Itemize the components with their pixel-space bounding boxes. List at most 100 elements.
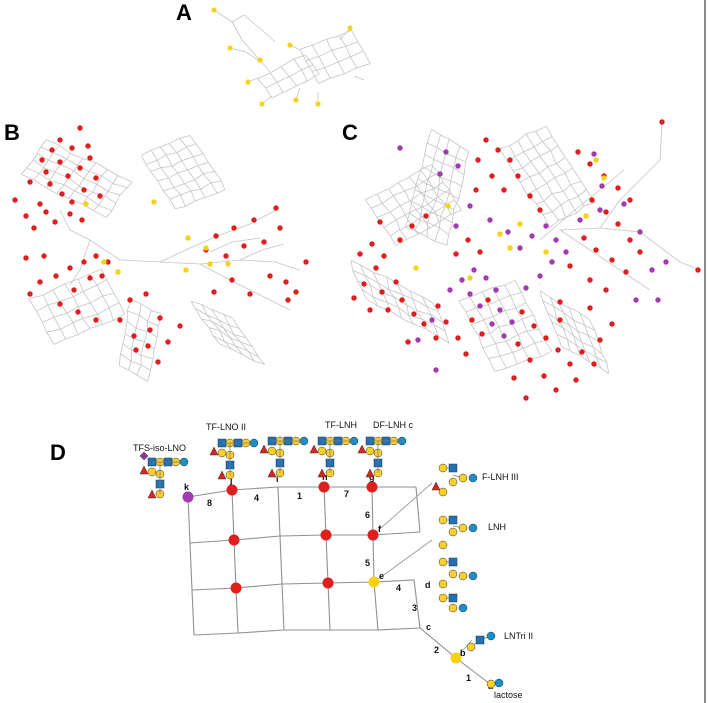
network-edge <box>231 237 261 243</box>
yellow-node <box>543 249 549 255</box>
red-node <box>105 259 111 265</box>
network-edge <box>135 328 148 332</box>
grid-col-6 <box>415 486 421 533</box>
network-edge <box>533 314 540 330</box>
network-edge <box>331 45 346 51</box>
network-edge <box>107 169 119 177</box>
network-edge <box>118 353 121 366</box>
network-edge <box>357 280 363 290</box>
network-edge <box>514 280 522 293</box>
red-node <box>373 265 379 271</box>
network-edge <box>573 319 585 326</box>
network-edge <box>168 137 180 144</box>
red-node <box>443 319 449 325</box>
network-edge <box>104 195 117 204</box>
network-edge <box>584 350 597 358</box>
glcnac-symbol <box>448 463 458 473</box>
edge-number-4-ji: 4 <box>254 493 259 503</box>
network-edge <box>162 190 171 200</box>
yellow-node <box>517 221 523 227</box>
network-edge <box>562 312 570 325</box>
network-edge <box>153 337 158 350</box>
purple-node <box>523 285 529 291</box>
network-edge <box>517 334 524 349</box>
red-node <box>57 159 63 165</box>
network-edge <box>534 340 545 344</box>
network-edge <box>179 137 188 148</box>
red-node <box>411 311 417 317</box>
network-edge <box>136 364 142 376</box>
network-edge <box>171 166 178 174</box>
network-edge <box>247 350 259 358</box>
node-g <box>366 481 378 493</box>
network-edge <box>568 195 579 201</box>
grid-col-3 <box>277 486 285 631</box>
network-edge <box>509 145 516 157</box>
network-edge <box>204 192 218 198</box>
network-edge <box>482 287 493 293</box>
red-node <box>85 143 91 149</box>
network-edge <box>28 298 37 312</box>
galactose-symbol <box>448 527 458 537</box>
node-r2c2 <box>228 534 240 546</box>
network-edge <box>173 183 185 188</box>
network-edge <box>179 135 191 139</box>
red-node <box>615 185 621 191</box>
network-edge <box>498 323 513 328</box>
network-edge <box>180 190 192 196</box>
network-edge <box>150 149 158 161</box>
network-edge <box>430 212 441 217</box>
galactose-symbol <box>438 557 448 567</box>
network-edge <box>539 155 549 167</box>
network-edge <box>194 173 204 181</box>
network-edge <box>163 187 175 192</box>
network-edge <box>185 200 196 207</box>
network-edge <box>395 238 407 247</box>
network-edge <box>421 206 431 213</box>
network-edge <box>210 182 218 194</box>
network-edge <box>64 283 74 297</box>
network-edge <box>42 316 55 323</box>
network-edge <box>108 307 114 321</box>
network-edge <box>525 131 536 135</box>
yellow-node <box>293 97 299 103</box>
galactose-symbol <box>448 477 458 487</box>
network-edge <box>89 239 121 261</box>
network-edge <box>345 41 358 47</box>
network-edge <box>410 216 423 225</box>
network-edge <box>261 243 285 251</box>
network-edge <box>350 50 364 58</box>
network-edge <box>139 314 148 322</box>
network-edge <box>370 208 378 218</box>
network-edge <box>113 293 120 303</box>
red-node <box>381 253 387 259</box>
network-edge <box>231 348 244 356</box>
network-edge <box>392 195 401 206</box>
network-edge <box>606 362 610 374</box>
network-edge <box>352 270 366 276</box>
network-edge <box>434 240 448 246</box>
network-edge <box>578 196 585 207</box>
purple-node <box>483 275 489 281</box>
grid-col-4 <box>323 486 331 631</box>
network-edge <box>542 136 553 143</box>
network-edge <box>21 173 34 181</box>
glucose-symbol <box>468 473 478 483</box>
network-edge <box>470 324 479 336</box>
network-edge <box>390 229 400 237</box>
network-edge <box>535 125 547 132</box>
red-node <box>211 289 217 295</box>
network-edge <box>173 187 181 195</box>
network-edge <box>280 66 290 77</box>
red-node <box>241 243 247 249</box>
network-edge <box>68 190 75 199</box>
network-edge <box>426 306 439 312</box>
red-node <box>515 341 521 347</box>
network-edge <box>52 289 60 302</box>
network-edge <box>438 177 440 190</box>
network-edge <box>507 161 514 172</box>
red-node <box>385 307 391 313</box>
network-edge <box>435 204 447 213</box>
red-node <box>489 173 495 179</box>
network-edge <box>305 60 313 72</box>
